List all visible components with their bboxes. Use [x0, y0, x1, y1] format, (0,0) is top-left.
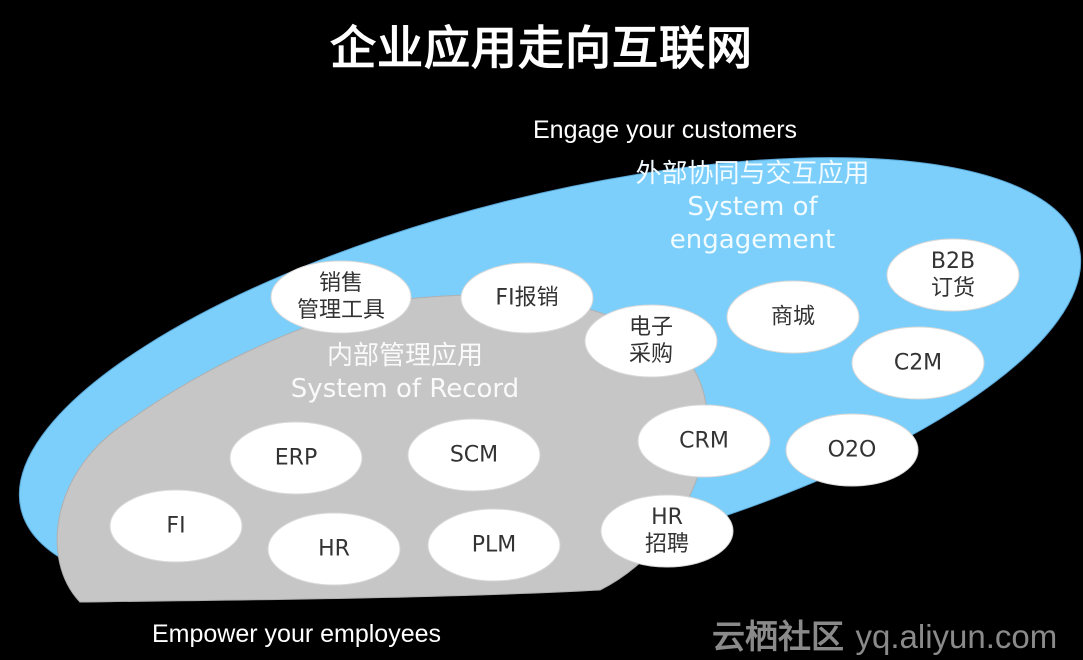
node-ellipse [726, 280, 860, 354]
node-ellipse [851, 326, 985, 400]
page-title: 企业应用走向互联网 [330, 21, 753, 75]
node-label: C2M [894, 351, 942, 376]
node-label: HR [651, 505, 683, 530]
node-label: HR [318, 537, 350, 562]
node-ellipse [407, 418, 541, 492]
outer-caption: Engage your customers [533, 116, 798, 144]
node-label: B2B [931, 249, 975, 274]
node-fi: FI [109, 489, 243, 563]
node-crm: CRM [637, 404, 771, 478]
node-label: 管理工具 [297, 298, 385, 323]
node-mall: 商城 [726, 280, 860, 354]
node-ellipse [886, 238, 1020, 312]
node-label: 采购 [629, 342, 673, 367]
internal-zone-label-zh: 内部管理应用 [326, 341, 483, 371]
inner-caption: Empower your employees [152, 620, 442, 648]
node-hr: HR [267, 512, 401, 586]
node-label: PLM [472, 533, 517, 558]
node-ellipse [270, 260, 412, 334]
node-label: 商城 [771, 305, 815, 330]
watermark-url: yq.aliyun.com [855, 618, 1058, 655]
external-zone-label: 外部协同与交互应用 System of engagement [600, 158, 905, 257]
external-zone-label-en-1: System of [687, 192, 818, 222]
node-ellipse [785, 413, 919, 487]
node-plm: PLM [427, 508, 561, 582]
node-label: O2O [828, 438, 877, 463]
watermark: 云栖社区 yq.aliyun.com [712, 610, 1057, 658]
watermark-brand: 云栖社区 [712, 617, 844, 656]
node-ellipse [584, 304, 718, 378]
node-label: FI [166, 514, 185, 539]
node-c2m: C2M [851, 326, 985, 400]
node-label: SCM [450, 443, 498, 468]
node-ellipse [109, 489, 243, 563]
node-label: ERP [275, 446, 317, 471]
node-label: FI报销 [495, 286, 558, 311]
node-ellipse [600, 494, 734, 568]
node-ellipse [427, 508, 561, 582]
internal-zone-label: 内部管理应用 System of Record [265, 340, 545, 406]
node-label: 电子 [629, 315, 673, 340]
node-label: CRM [679, 429, 729, 454]
external-zone-label-en-2: engagement [669, 225, 836, 255]
node-ellipse [267, 512, 401, 586]
node-erp: ERP [229, 421, 363, 495]
node-fi-reimburse: FI报销 [460, 262, 594, 334]
node-label: 订货 [931, 276, 975, 301]
node-label: 招聘 [645, 532, 689, 557]
node-ellipse [460, 262, 594, 334]
internal-zone-label-en: System of Record [290, 374, 520, 404]
node-ellipse [637, 404, 771, 478]
node-scm: SCM [407, 418, 541, 492]
external-zone-label-zh: 外部协同与交互应用 [635, 159, 870, 189]
node-ellipse [229, 421, 363, 495]
node-label: 销售 [319, 271, 363, 296]
node-o2o: O2O [785, 413, 919, 487]
